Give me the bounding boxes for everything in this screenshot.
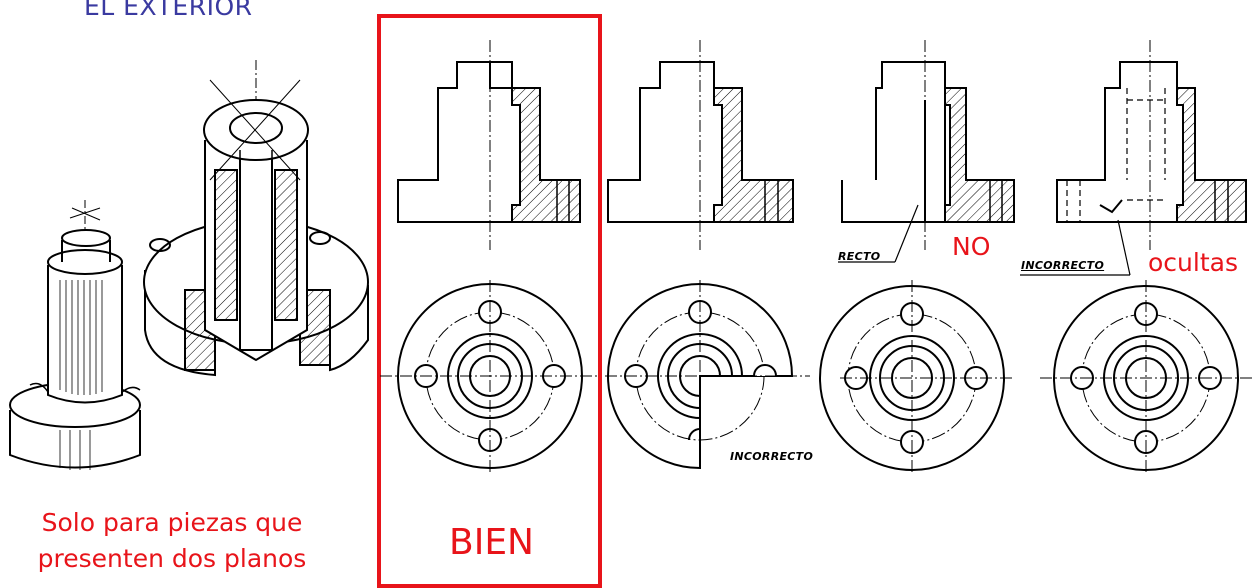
plan-view-1 [380, 280, 600, 475]
section-view-1 [397, 40, 581, 250]
correct-label: BIEN [449, 522, 534, 563]
wrong-label: NO [952, 232, 991, 261]
isometric-shaft [9, 200, 141, 470]
incorrect-label-section: INCORRECTO [1021, 259, 1105, 272]
hidden-lines-label: ocultas [1148, 248, 1238, 277]
incorrect-label-partial: RECTO [838, 250, 881, 263]
plan-view-2 [605, 280, 810, 470]
isometric-flange [143, 60, 369, 377]
section-view-4 [1020, 40, 1247, 276]
plan-view-4 [1040, 280, 1254, 475]
section-view-3 [838, 40, 1015, 263]
note-text: Solo para piezas que presenten dos plano… [0, 505, 344, 577]
plan-view-3 [819, 280, 1015, 475]
note-line-1: Solo para piezas que [41, 508, 303, 537]
section-heading: EL EXTERIOR [84, 0, 253, 21]
note-line-2: presenten dos planos [37, 544, 307, 573]
incorrect-label-plan: INCORRECTO [730, 450, 814, 463]
correct-frame [377, 14, 602, 588]
section-view-2 [607, 40, 794, 250]
